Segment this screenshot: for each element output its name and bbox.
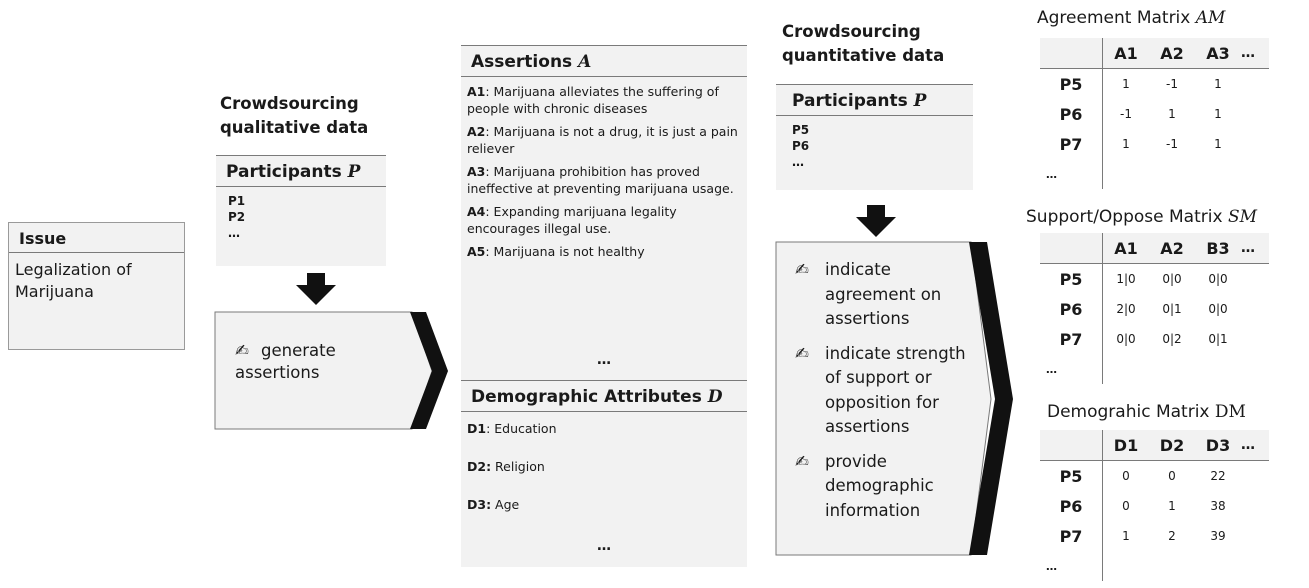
demographic-item: D3: Age (467, 497, 520, 512)
table-row: … (1040, 354, 1269, 384)
column-header: … (1241, 38, 1269, 69)
quantitative-participant-list: P5 P6 … (776, 116, 973, 176)
quantitative-heading: Crowdsourcing quantitative data (782, 22, 945, 65)
generate-chevron (214, 311, 448, 430)
agreement-matrix-title: Agreement Matrix AM (1037, 8, 1226, 28)
action-item: ✍ indicate agreement on assertions (795, 258, 995, 332)
demographics-symbol: D (707, 387, 723, 407)
demographics-header: Demographic Attributes D (461, 381, 747, 412)
participant-item: … (792, 155, 804, 169)
demographics-title: Demographic Attributes (471, 387, 702, 407)
pen-icon: ✍ (795, 260, 809, 279)
assertions-title: Assertions (471, 52, 573, 72)
column-header: A2 (1149, 38, 1195, 69)
assertions-ellipsis: … (597, 352, 611, 368)
column-header: A3 (1195, 38, 1241, 69)
pen-icon: ✍ (235, 341, 249, 360)
quantitative-participants-header: Participants P (776, 85, 973, 116)
column-header: D2 (1149, 430, 1195, 461)
assertions-symbol: A (578, 52, 592, 72)
assertion-item: A4: Expanding marijuana legality encoura… (467, 204, 677, 236)
table-row: … (1040, 551, 1269, 581)
assertion-item: A5: Marijuana is not healthy (467, 244, 645, 259)
issue-box: Issue Legalization of Marijuana (8, 222, 185, 350)
assertion-item: A3: Marijuana prohibition has proved ine… (467, 164, 734, 196)
demographic-item: D2: Religion (467, 459, 545, 474)
participant-item: P6 (792, 139, 810, 153)
participants-title: Participants (792, 91, 908, 111)
participant-item: P1 (228, 194, 246, 208)
quantitative-participants-box: Participants P P5 P6 … (776, 84, 973, 190)
pen-icon: ✍ (795, 343, 809, 363)
pen-icon: ✍ (795, 451, 809, 471)
corner-cell (1040, 430, 1103, 461)
demographic-item: D1: Education (467, 421, 557, 436)
column-header: D1 (1102, 430, 1149, 461)
assertion-item: A2: Marijuana is not a drug, it is just … (467, 124, 738, 156)
qualitative-heading: Crowdsourcing qualitative data (220, 94, 369, 137)
qualitative-participants-header: Participants P (216, 156, 386, 187)
corner-cell (1040, 38, 1103, 69)
participant-item: P2 (228, 210, 246, 224)
qualitative-participants-box: Participants P P1 P2 … (216, 155, 386, 266)
assertions-box: Assertions A A1: Marijuana alleviates th… (461, 45, 747, 381)
participants-symbol: P (347, 162, 361, 182)
demographics-ellipsis: … (597, 538, 611, 554)
column-header: … (1241, 430, 1269, 461)
demographics-box: Demographic Attributes D D1: Education D… (461, 380, 747, 567)
column-header: A2 (1149, 233, 1195, 264)
demographic-matrix-title: Demograhic Matrix DM (1047, 402, 1246, 422)
action-item: ✍ provide demographic information (795, 450, 995, 524)
participant-item: P5 (792, 123, 810, 137)
column-header: B3 (1195, 233, 1241, 264)
assertion-item: A1: Marijuana alleviates the suffering o… (467, 84, 719, 116)
participant-item: … (228, 226, 240, 240)
generate-action: ✍generate assertions (235, 340, 385, 384)
quantitative-chevron (775, 241, 1013, 556)
support-oppose-matrix-title: Support/Oppose Matrix SM (1026, 207, 1258, 227)
assertions-header: Assertions A (461, 46, 747, 77)
down-arrow-icon (296, 273, 336, 305)
column-header: D3 (1195, 430, 1241, 461)
assertion-list: A1: Marijuana alleviates the suffering o… (461, 83, 747, 260)
column-header: … (1241, 233, 1269, 264)
action-item: ✍ indicate strength of support or opposi… (795, 342, 995, 440)
generate-label: generate assertions (235, 341, 336, 382)
demographic-list: D1: Education D2: Religion D3: Age (461, 420, 747, 513)
issue-header: Issue (9, 223, 184, 253)
participants-title: Participants (226, 162, 342, 182)
column-header: A1 (1102, 233, 1149, 264)
corner-cell (1040, 233, 1103, 264)
table-row: … (1040, 159, 1269, 189)
column-header: A1 (1102, 38, 1149, 69)
quantitative-actions: ✍ indicate agreement on assertions ✍ ind… (795, 258, 995, 523)
down-arrow-icon (856, 205, 896, 237)
issue-text: Legalization of Marijuana (15, 260, 132, 301)
participants-symbol: P (913, 91, 927, 111)
qualitative-participant-list: P1 P2 … (216, 187, 386, 247)
